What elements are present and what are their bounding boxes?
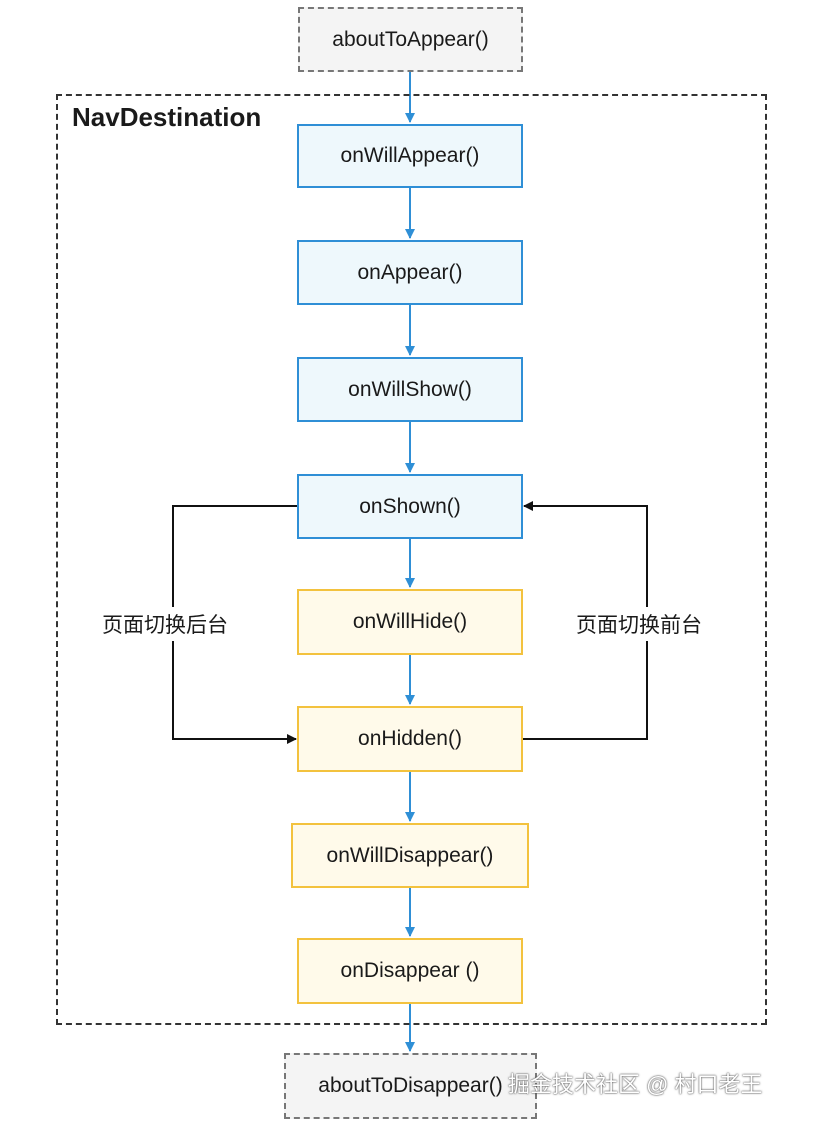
watermark: 掘金技术社区 @ 村口老王: [508, 1072, 763, 1097]
on-will-disappear-box: onWillDisappear(): [291, 823, 529, 888]
on-disappear-box: onDisappear (): [297, 938, 523, 1004]
navdestination-container: [56, 94, 767, 1025]
on-will-hide-box: onWillHide(): [297, 589, 523, 655]
container-title: NavDestination: [72, 102, 262, 132]
on-will-appear-box: onWillAppear(): [297, 124, 523, 188]
background-switch-label: 页面切换后台: [98, 607, 232, 641]
about-to-appear-box: aboutToAppear(): [298, 7, 523, 72]
foreground-switch-label: 页面切换前台: [572, 607, 706, 641]
on-will-show-box: onWillShow(): [297, 357, 523, 422]
on-hidden-box: onHidden(): [297, 706, 523, 772]
on-shown-box: onShown(): [297, 474, 523, 539]
about-to-disappear-box: aboutToDisappear(): [284, 1053, 537, 1119]
on-appear-box: onAppear(): [297, 240, 523, 305]
